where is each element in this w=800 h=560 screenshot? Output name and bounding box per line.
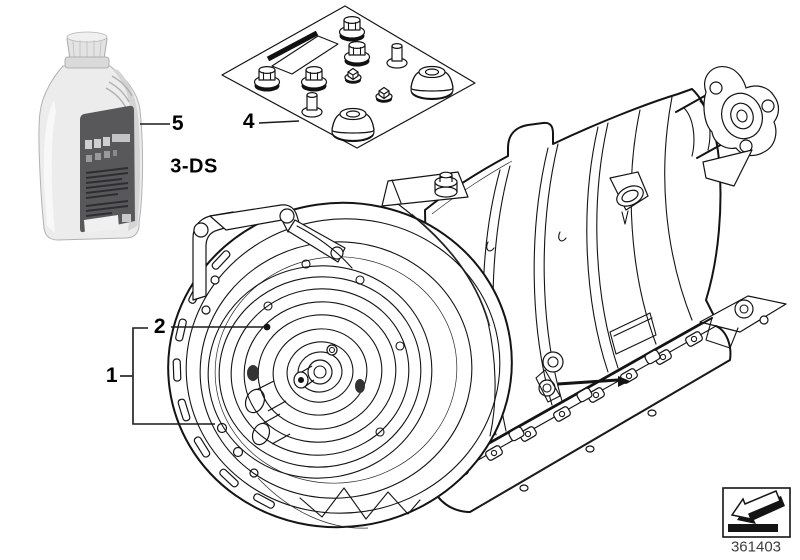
- pan-bolt-tabs: [451, 331, 703, 480]
- top-bracket: [192, 204, 353, 301]
- oil-bottle-icon: [38, 31, 144, 241]
- breather-cap: [434, 171, 458, 198]
- callout-lines: [120, 120, 300, 425]
- filler-spout: [609, 171, 649, 225]
- rear-mount-bracket: [699, 295, 787, 349]
- leader-dot-2: [263, 323, 271, 331]
- callout-label-1: 1: [105, 364, 119, 387]
- bottle-label: [80, 105, 135, 233]
- automatic-transmission-drawing: [167, 66, 787, 529]
- selector-linkage: [535, 351, 630, 403]
- output-flange: [675, 66, 780, 187]
- callout-label-4: 4: [242, 110, 256, 133]
- torque-converter: [207, 259, 433, 479]
- drawing-number: 361403: [730, 538, 782, 556]
- bell-housing: [167, 201, 513, 529]
- leader-line-4: [258, 120, 300, 124]
- bottle-cap: [64, 31, 110, 69]
- variant-code-label: 3-DS: [170, 155, 218, 178]
- arrow-base-bar: [728, 524, 778, 532]
- direction-arrow-icon: [722, 487, 791, 538]
- arrow-glyph: [730, 490, 781, 521]
- callout-label-2: 2: [153, 315, 167, 338]
- callout-label-5: 5: [171, 112, 185, 135]
- seal-plug-kit-icon: [221, 5, 476, 149]
